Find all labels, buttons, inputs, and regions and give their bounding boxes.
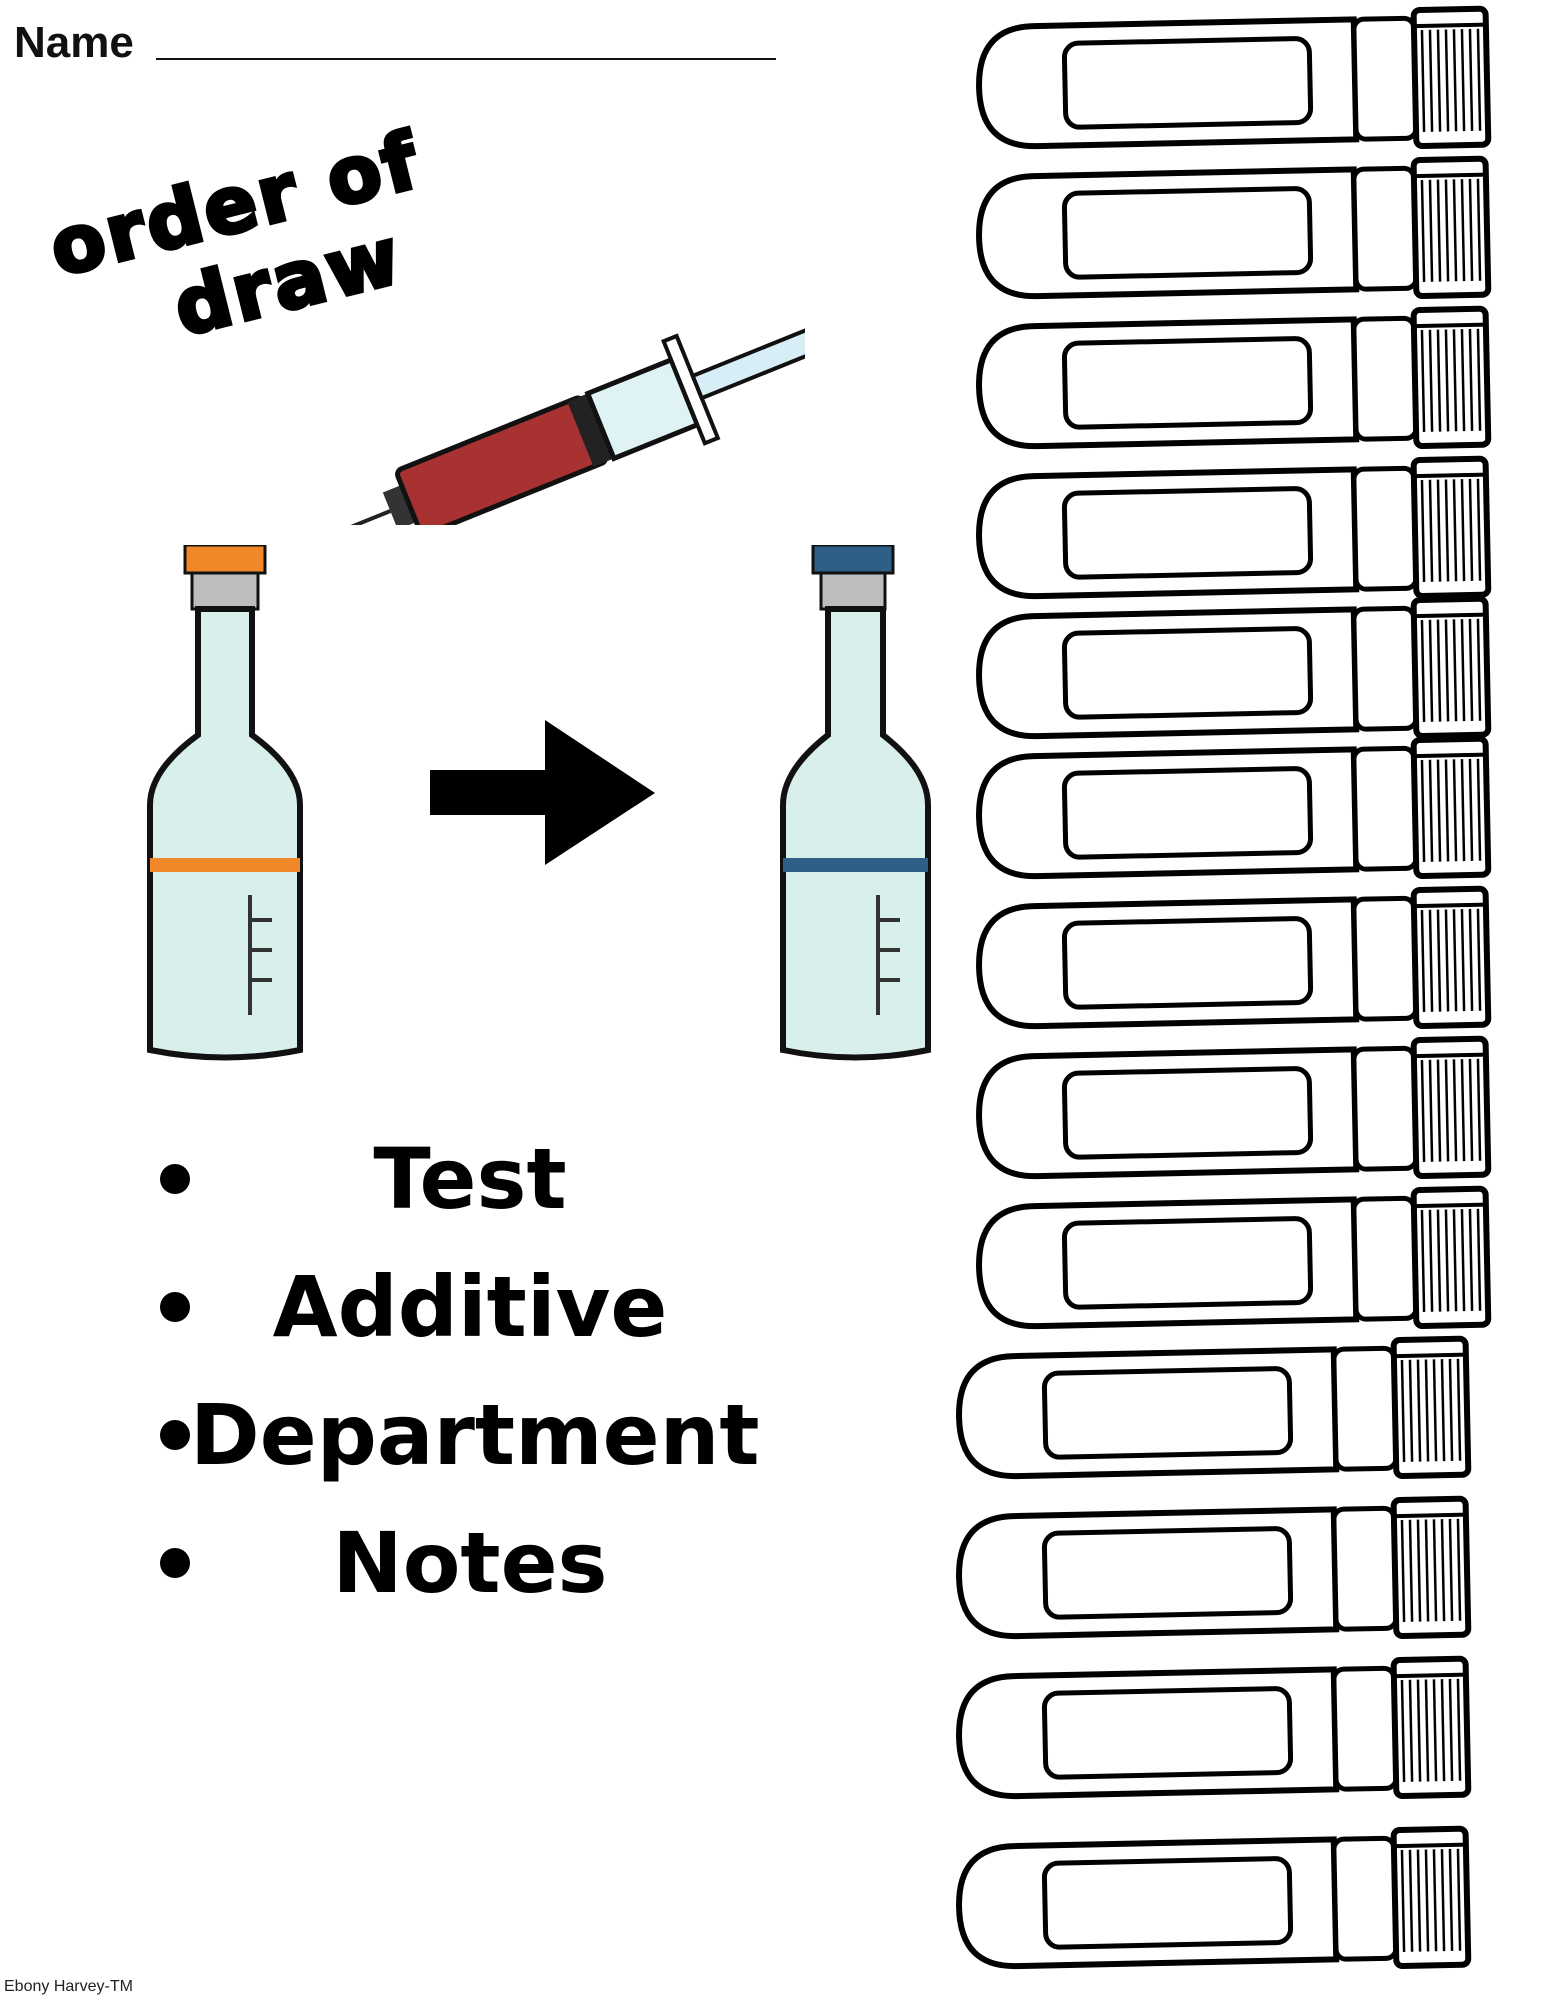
test-tube-column <box>956 5 1492 1976</box>
list-item: Department <box>160 1371 760 1499</box>
test-tube-icon[interactable] <box>956 1655 1472 1806</box>
arrow-right-icon <box>430 720 655 865</box>
list-item: Notes <box>160 1499 750 1627</box>
name-field: Name <box>14 18 776 68</box>
test-tube-icon[interactable] <box>976 5 1492 156</box>
list-item: Test <box>160 1115 750 1243</box>
test-tube-icon[interactable] <box>956 1825 1472 1976</box>
list-item: Additive <box>160 1243 750 1371</box>
bullet-dot-icon <box>160 1164 190 1194</box>
bullet-dot-icon <box>160 1420 190 1450</box>
test-tube-icon[interactable] <box>976 155 1492 306</box>
list-item-label: Test <box>373 1130 567 1228</box>
syringe-icon <box>320 317 805 525</box>
bullet-dot-icon <box>160 1548 190 1578</box>
test-tube-icon[interactable] <box>976 595 1492 746</box>
vial-blue-cap-icon <box>780 545 931 1061</box>
test-tube-icon[interactable] <box>956 1495 1472 1646</box>
test-tube-icon[interactable] <box>976 885 1492 1036</box>
test-tube-icon[interactable] <box>976 455 1492 606</box>
name-label: Name <box>14 18 134 67</box>
vial-orange-cap-icon <box>147 545 303 1061</box>
test-tube-icon[interactable] <box>976 1185 1492 1336</box>
list-item-label: Department <box>190 1386 760 1484</box>
bullet-dot-icon <box>160 1292 190 1322</box>
footer-credit: Ebony Harvey-TM <box>4 1978 133 1995</box>
list-item-label: Additive <box>272 1258 668 1356</box>
test-tube-icon[interactable] <box>976 1035 1492 1186</box>
test-tube-icon[interactable] <box>976 305 1492 456</box>
list-item-label: Notes <box>332 1514 608 1612</box>
test-tube-icon[interactable] <box>976 735 1492 886</box>
bullet-list: Test Additive Department Notes <box>160 1115 760 1627</box>
test-tube-icon[interactable] <box>956 1335 1472 1486</box>
name-blank-line[interactable] <box>155 58 776 60</box>
